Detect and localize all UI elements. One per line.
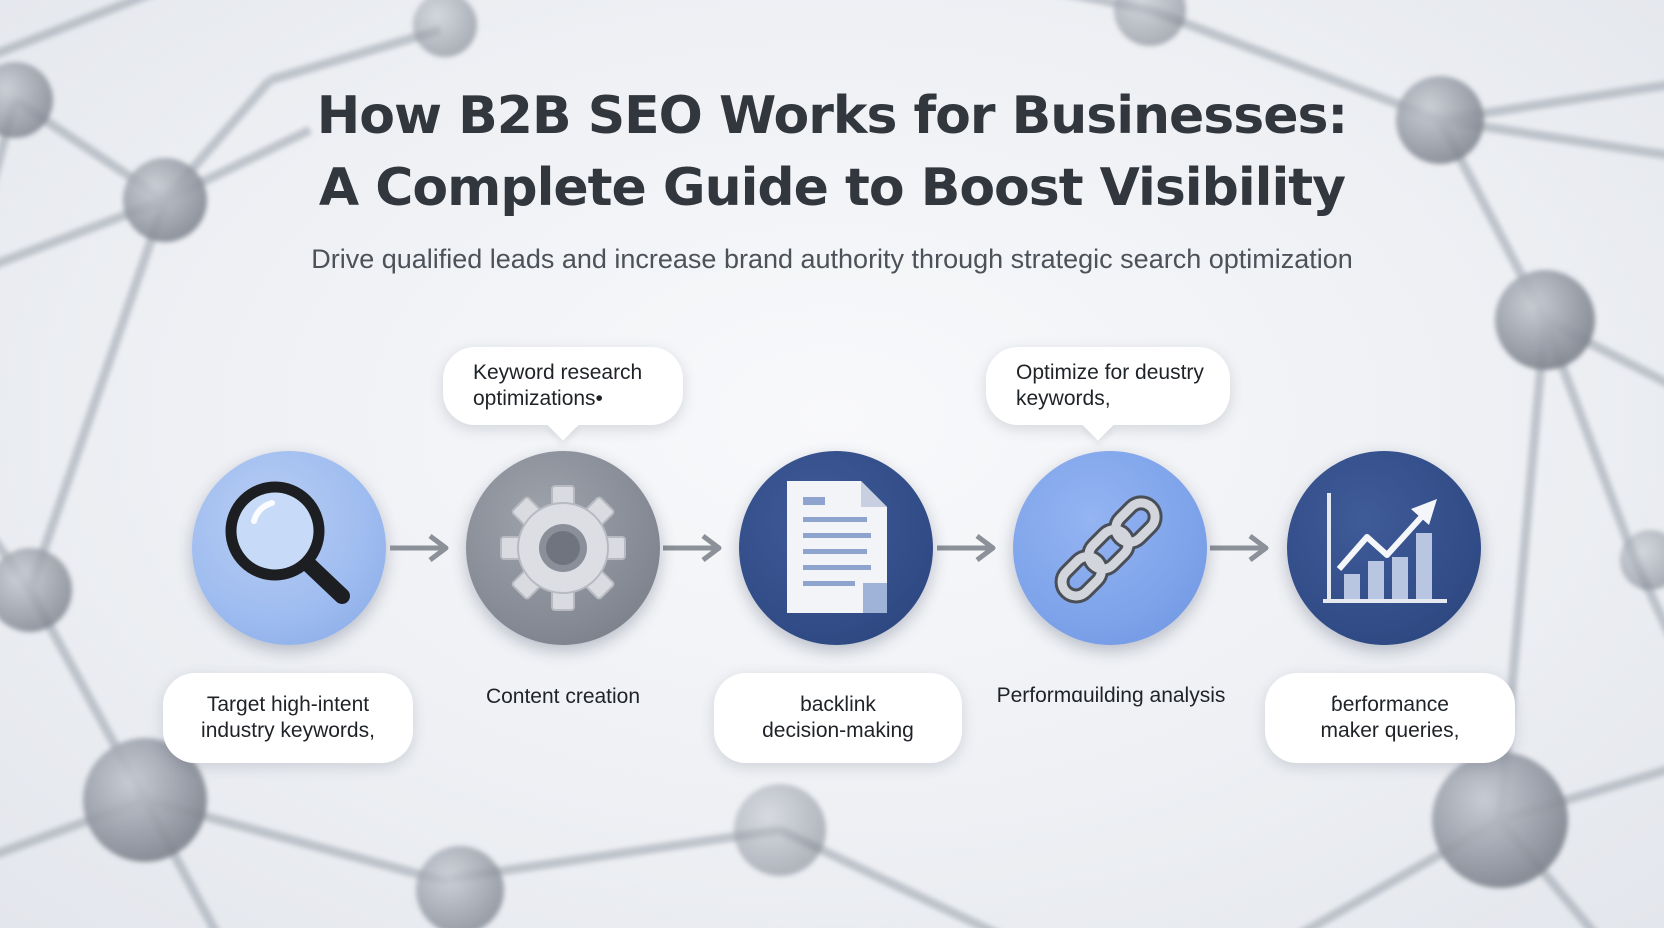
subtitle: Drive qualified leads and increase brand… <box>311 244 1353 274</box>
callout-line-2: optimizations• <box>473 387 603 410</box>
label-line-1: Target high-intent <box>206 693 370 716</box>
label-line-2: maker queries, <box>1320 719 1460 742</box>
label-backlink: backlink decision-making <box>714 673 962 763</box>
label-performance: ɓerformance maker queries, <box>1265 673 1515 763</box>
gear-icon <box>500 485 626 611</box>
step-keyword-research <box>192 451 386 645</box>
label-line-1: Performɑuilding <box>996 684 1144 707</box>
chain-link-icon <box>1054 495 1163 604</box>
label-line-2: analysis <box>1149 684 1226 707</box>
arrow-right-icon <box>937 534 996 562</box>
growth-chart-icon <box>1323 493 1447 603</box>
arrow-right-icon <box>1210 534 1269 562</box>
label-line-1: Content creation <box>485 685 641 708</box>
step-backlink <box>739 451 933 645</box>
label-content-creation: Content creation <box>443 684 683 710</box>
arrow-right-icon <box>663 534 722 562</box>
document-icon <box>787 481 887 613</box>
callout-line-1: Optimize for deustry <box>1016 361 1204 384</box>
step-performance-analysis <box>1287 451 1481 645</box>
magnifying-glass-icon <box>225 481 350 604</box>
callout-line-1: Keyword research <box>473 361 643 384</box>
step-content-creation <box>466 451 660 645</box>
title-line-2: A Complete Guide to Boost Visibility <box>318 158 1346 218</box>
callout-optimize-keywords: Optimize for deustry keywords, <box>986 347 1230 441</box>
callout-line-2: keywords, <box>1016 387 1111 410</box>
callout-keyword-research: Keyword research optimizations• <box>443 347 683 441</box>
label-line-2: decision-making <box>762 719 914 742</box>
label-line-2: industry keywords, <box>201 719 375 742</box>
arrow-right-icon <box>390 534 449 562</box>
title-line-1: How B2B SEO Works for Businesses: <box>316 86 1348 146</box>
label-target-keywords: Target high-intent industry keywords, <box>163 673 413 763</box>
label-line-1: ɓerformance <box>1331 693 1449 716</box>
label-link-building: Performɑuilding analysis <box>983 683 1239 709</box>
label-line-1: backlink <box>800 693 876 716</box>
step-link-building <box>1013 451 1207 645</box>
